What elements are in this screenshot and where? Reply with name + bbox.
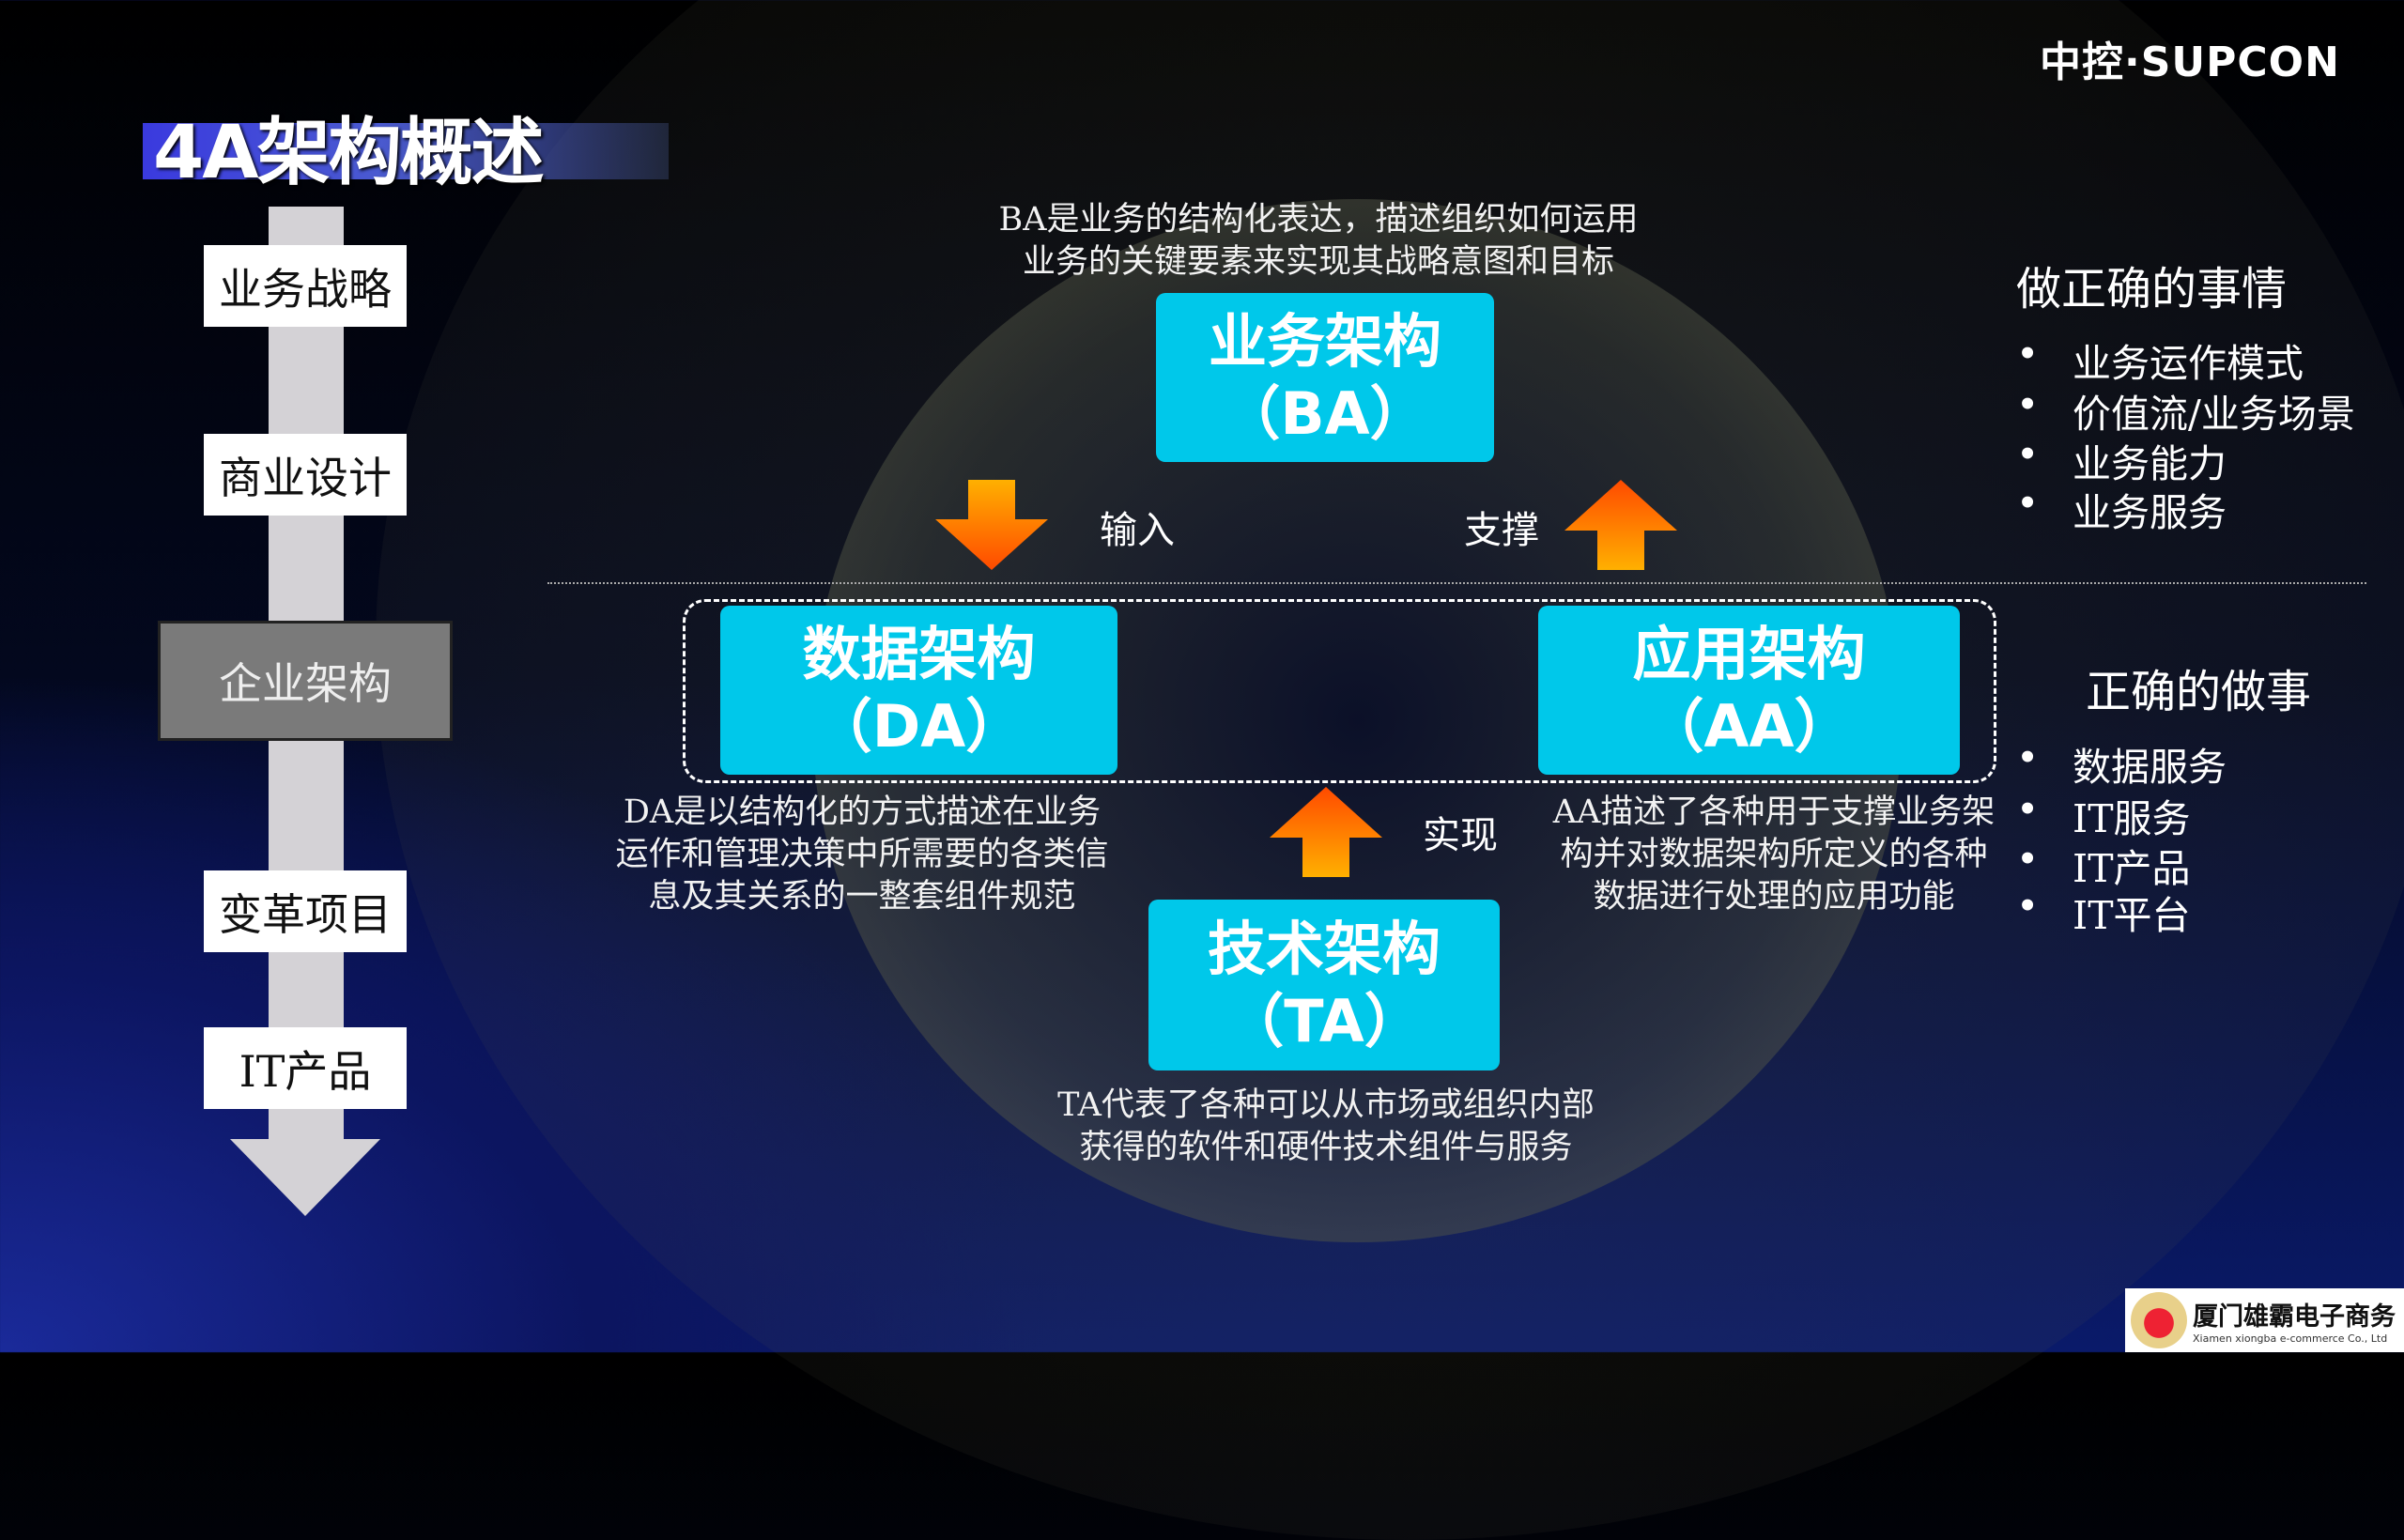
realize-label: 实现 [1423, 814, 1498, 857]
da-desc-line: DA是以结构化的方式描述在业务 [623, 793, 1102, 831]
ba-abbr: （BA） [1222, 379, 1428, 448]
flow-step-change-project: 变革项目 [204, 870, 407, 952]
flow-step-it-product: IT产品 [204, 1027, 407, 1109]
da-desc-line: 息及其关系的一整套组件规范 [648, 878, 1076, 916]
input-arrow-down-icon [935, 480, 1048, 570]
list-item: •IT平台 [2016, 884, 2191, 938]
application-architecture-box: 应用架构 （AA） [1538, 606, 1960, 775]
ta-name: 技术架构 [1207, 914, 1441, 983]
list-item-label: IT平台 [2073, 893, 2191, 938]
watermark-cn: 厦门雄霸电子商务 [2193, 1302, 2396, 1332]
da-abbr: （DA） [813, 692, 1025, 761]
support-arrow-up-icon [1564, 480, 1677, 570]
page-title: 4A架构概述 [153, 111, 545, 195]
list-item-label: IT产品 [2073, 846, 2191, 891]
realize-arrow-up-icon [1270, 787, 1382, 877]
support-label: 支撑 [1464, 509, 1539, 552]
list-item: •业务服务 [2016, 481, 2227, 535]
list-item-label: 数据服务 [2073, 745, 2227, 790]
da-name: 数据架构 [802, 619, 1036, 688]
list-item: •业务运作模式 [2016, 331, 2304, 386]
list-item: •数据服务 [2016, 735, 2227, 790]
aa-desc-line: 数据进行处理的应用功能 [1593, 878, 1955, 916]
list-item-label: 价值流/业务场景 [2073, 392, 2355, 437]
flow-step-enterprise-architecture: 企业架构 [158, 621, 453, 741]
da-description: DA是以结构化的方式描述在业务 运作和管理决策中所需要的各类信 息及其关系的一整… [615, 792, 1108, 918]
ba-name: 业务架构 [1208, 306, 1441, 376]
aa-name: 应用架构 [1632, 619, 1866, 688]
watermark: 厦门雄霸电子商务 Xiamen xiongba e-commerce Co., … [2125, 1288, 2404, 1352]
business-architecture-box: 业务架构 （BA） [1156, 293, 1494, 462]
ba-desc-line: 业务的关键要素来实现其战略意图和目标 [1022, 243, 1614, 281]
technology-architecture-box: 技术架构 （TA） [1148, 900, 1500, 1070]
aa-abbr: （AA） [1645, 692, 1853, 761]
list-item: •业务能力 [2016, 432, 2227, 486]
data-architecture-box: 数据架构 （DA） [720, 606, 1117, 775]
list-item-label: IT服务 [2073, 796, 2191, 841]
flow-step-business-strategy: 业务战略 [204, 245, 407, 327]
list-item: •IT产品 [2016, 837, 2191, 891]
ta-description: TA代表了各种可以从市场或组织内部 获得的软件和硬件技术组件与服务 [1057, 1085, 1595, 1169]
input-label: 输入 [1100, 509, 1175, 552]
list-item: •价值流/业务场景 [2016, 382, 2355, 437]
do-things-right-heading: 正确的做事 [2086, 666, 2312, 718]
title-banner [143, 123, 669, 179]
ba-description: BA是业务的结构化表达，描述组织如何运用 业务的关键要素来实现其战略意图和目标 [999, 199, 1639, 284]
ba-desc-line: BA是业务的结构化表达，描述组织如何运用 [998, 201, 1639, 239]
list-item-label: 业务能力 [2073, 441, 2227, 486]
dashed-group-frame [683, 599, 1996, 783]
aa-desc-line: AA描述了各种用于支撑业务架 [1552, 793, 1996, 831]
flow-arrow-head-icon [230, 1139, 380, 1216]
ta-desc-line: TA代表了各种可以从市场或组织内部 [1057, 1086, 1595, 1124]
watermark-en: Xiamen xiongba e-commerce Co., Ltd [2193, 1332, 2388, 1345]
aa-description: AA描述了各种用于支撑业务架 构并对数据架构所定义的各种 数据进行处理的应用功能 [1553, 792, 1996, 918]
flow-step-business-design: 商业设计 [204, 434, 407, 516]
ta-desc-line: 获得的软件和硬件技术组件与服务 [1079, 1129, 1573, 1166]
bear-mascot-icon [2131, 1292, 2187, 1348]
do-right-things-heading: 做正确的事情 [2016, 263, 2288, 316]
list-item: •IT服务 [2016, 787, 2191, 841]
list-item-label: 业务服务 [2073, 490, 2227, 535]
ta-abbr: （TA） [1225, 987, 1423, 1055]
list-item-label: 业务运作模式 [2073, 341, 2304, 386]
da-desc-line: 运作和管理决策中所需要的各类信 [615, 836, 1109, 873]
aa-desc-line: 构并对数据架构所定义的各种 [1560, 836, 1988, 873]
divider-line [547, 582, 2366, 584]
supcon-logo: 中控·SUPCON [2040, 38, 2340, 86]
